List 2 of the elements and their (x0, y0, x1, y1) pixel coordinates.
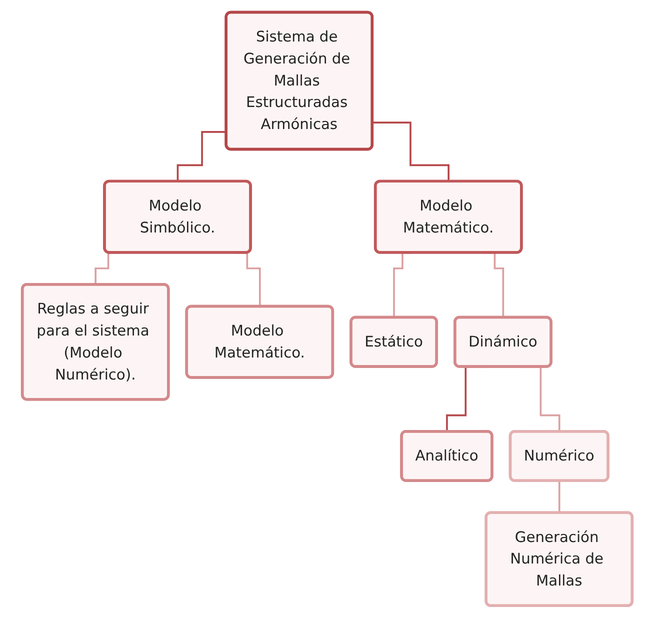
connector (558, 480, 561, 514)
hierarchy-diagram: Sistema de Generación de Mallas Estructuradas Armónicas Modelo Simbólico. Modelo Matemático. Reglas a seguir para el sistema (Modelo Numérico). Modelo Matemático. Estático Dinámico Analítico Numérico Generación Numérica de Mallas (15, 5, 640, 613)
